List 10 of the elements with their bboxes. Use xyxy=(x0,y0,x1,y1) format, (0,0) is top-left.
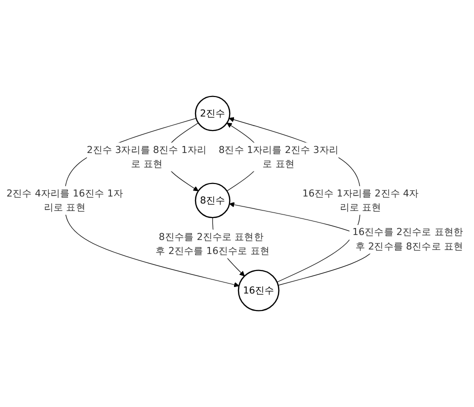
node-circle: 16진수 xyxy=(238,270,280,312)
edge-label: 2진수 4자리를 16진수 1자리로 표현 xyxy=(6,187,123,214)
edge-label: 16진수를 2진수로 표현한 후 2진수를 8진수로 표현 xyxy=(352,226,464,252)
edge-label: 16진수 1자리를 2진수 4자리로 표현 xyxy=(302,187,419,214)
edge-label: 8진수를 2진수로 표현한 후 2진수를 16진수로 표현 xyxy=(156,230,270,257)
node-circle: 2진수 xyxy=(194,96,230,132)
node-circle: 8진수 xyxy=(194,182,230,218)
edge-label: 8진수 1자리를 2진수 3자리로 표현 xyxy=(218,144,338,170)
arrow xyxy=(64,118,240,288)
edge-label: 2진수 3자리를 8진수 1자리로 표현 xyxy=(86,144,207,170)
